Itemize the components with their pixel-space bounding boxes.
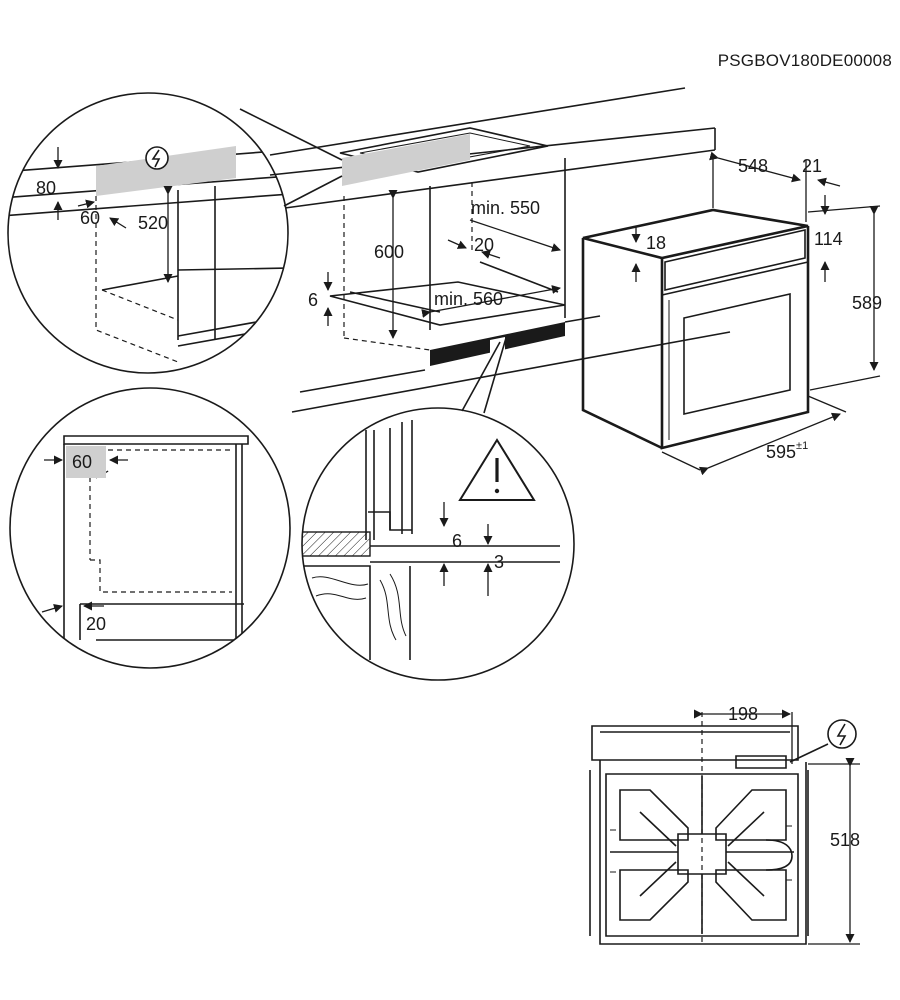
panel-top-label: 18 — [646, 233, 666, 253]
rail-offset-label: 20 — [474, 235, 494, 255]
rear-view — [589, 709, 860, 945]
oven-height-label: 589 — [852, 293, 882, 313]
socket-detail-view — [7, 92, 343, 374]
niche-height-label: 600 — [374, 242, 404, 262]
front-depth-label: 21 — [802, 156, 822, 176]
depth-label: min. 550 — [471, 198, 540, 218]
socket-offset-label: 198 — [728, 704, 758, 724]
oven-width-value: 595 — [766, 442, 796, 462]
oven-view — [581, 151, 881, 476]
rear-gap-label: 60 — [80, 208, 100, 228]
panel-gap-label: 3 — [494, 552, 504, 572]
oven-width-label: 595±1 — [766, 440, 808, 462]
side-gap-detail-view — [9, 387, 291, 669]
front-gap-label: 20 — [86, 614, 106, 634]
oven-depth-label: 548 — [738, 156, 768, 176]
side-gap-label: 60 — [72, 452, 92, 472]
floor-gap-label: 6 — [452, 531, 462, 551]
document-code: PSGBOV180DE00008 — [718, 51, 892, 70]
electric-hazard-icon — [827, 719, 857, 749]
bottom-step-label: 6 — [308, 290, 318, 310]
connection-area — [342, 134, 470, 186]
top-gap-label: 80 — [36, 178, 56, 198]
width-label: min. 560 — [434, 289, 503, 309]
side-gap-area — [66, 446, 106, 478]
electric-hazard-icon — [145, 146, 169, 170]
tolerance-value: ±1 — [796, 440, 808, 452]
worktop-niche-view — [269, 87, 731, 413]
warning-triangle-icon — [458, 438, 536, 501]
floor-gap-detail-view — [301, 337, 575, 681]
front-height-label: 114 — [814, 229, 843, 249]
socket-height-label: 520 — [138, 213, 168, 233]
back-height-label: 518 — [830, 830, 860, 850]
